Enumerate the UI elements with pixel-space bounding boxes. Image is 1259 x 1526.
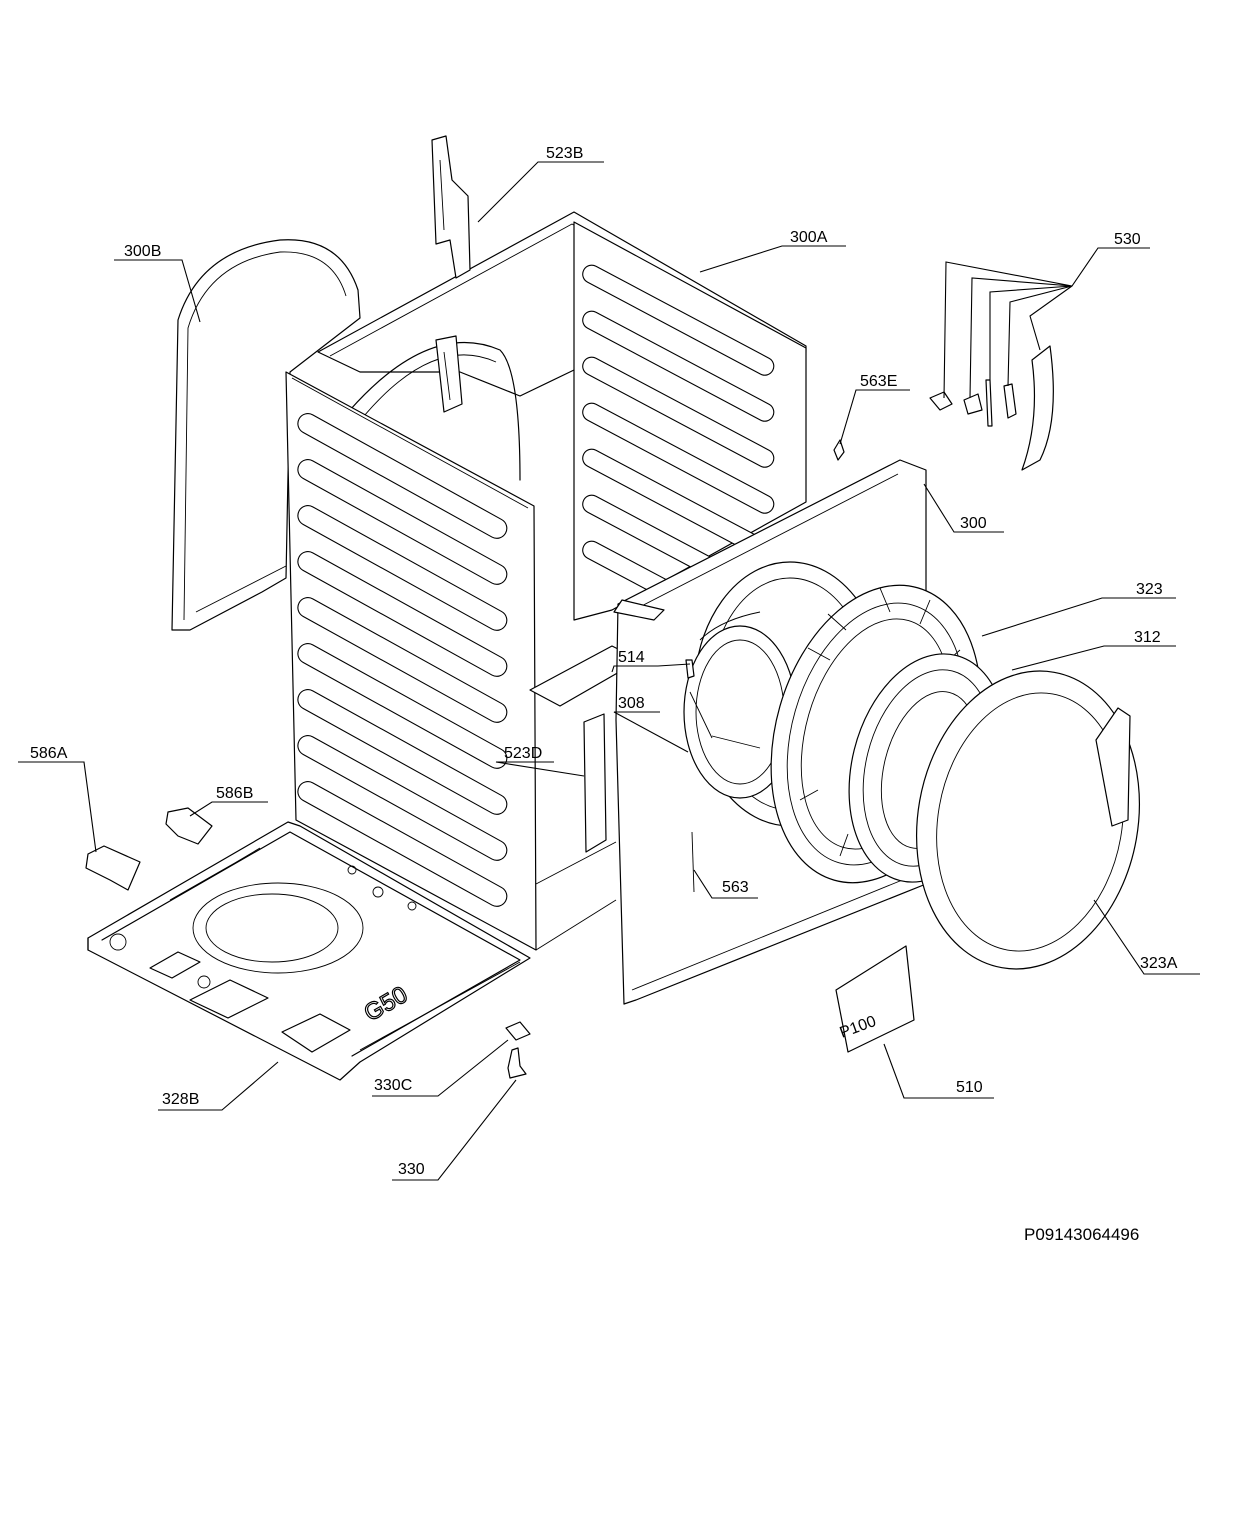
callout-323a: 323A	[1140, 955, 1178, 972]
drawing-reference-code: P09143064496	[1024, 1225, 1139, 1244]
bracket-523d	[583, 713, 607, 853]
callout-323: 323	[1136, 581, 1163, 598]
callout-308: 308	[618, 695, 645, 712]
callout-300b: 300B	[124, 243, 161, 260]
screw-514	[685, 659, 695, 679]
base-plate: G50	[87, 821, 531, 1081]
callout-563e: 563E	[860, 373, 897, 390]
part-586b	[165, 807, 213, 845]
cabinet-left-ribs	[297, 413, 508, 907]
callout-330: 330	[398, 1161, 425, 1178]
badge-510	[835, 945, 915, 1053]
callout-312: 312	[1134, 629, 1161, 646]
callout-510: 510	[956, 1079, 983, 1096]
callout-labels: 523B 300B 300A 530 563E 300 323 312 514 …	[30, 145, 1178, 1178]
callout-530: 530	[1114, 231, 1141, 248]
cabinet-right-ribs	[582, 264, 775, 613]
part-586a	[85, 845, 141, 891]
rear-panel-seal	[171, 239, 361, 631]
cabinet-body	[285, 211, 807, 951]
foot-330	[507, 1047, 527, 1079]
screw-563e	[833, 439, 845, 461]
leader-lines	[18, 161, 1200, 1181]
callout-523d: 523D	[504, 745, 542, 762]
callout-300a: 300A	[790, 229, 828, 246]
callout-330c: 330C	[374, 1077, 412, 1094]
callout-300: 300	[960, 515, 987, 532]
callout-563: 563	[722, 879, 749, 896]
callout-514: 514	[618, 649, 645, 666]
door-handle-kit	[929, 345, 1054, 471]
rear-bracket	[431, 135, 471, 413]
callout-523b: 523B	[546, 145, 583, 162]
small-parts: P100	[85, 439, 915, 1079]
outer-door	[915, 670, 1141, 970]
callout-586b: 586B	[216, 785, 253, 802]
callout-328b: 328B	[162, 1091, 199, 1108]
nut-330c	[505, 1021, 531, 1041]
spring-563	[691, 831, 695, 893]
callout-586a: 586A	[30, 745, 68, 762]
